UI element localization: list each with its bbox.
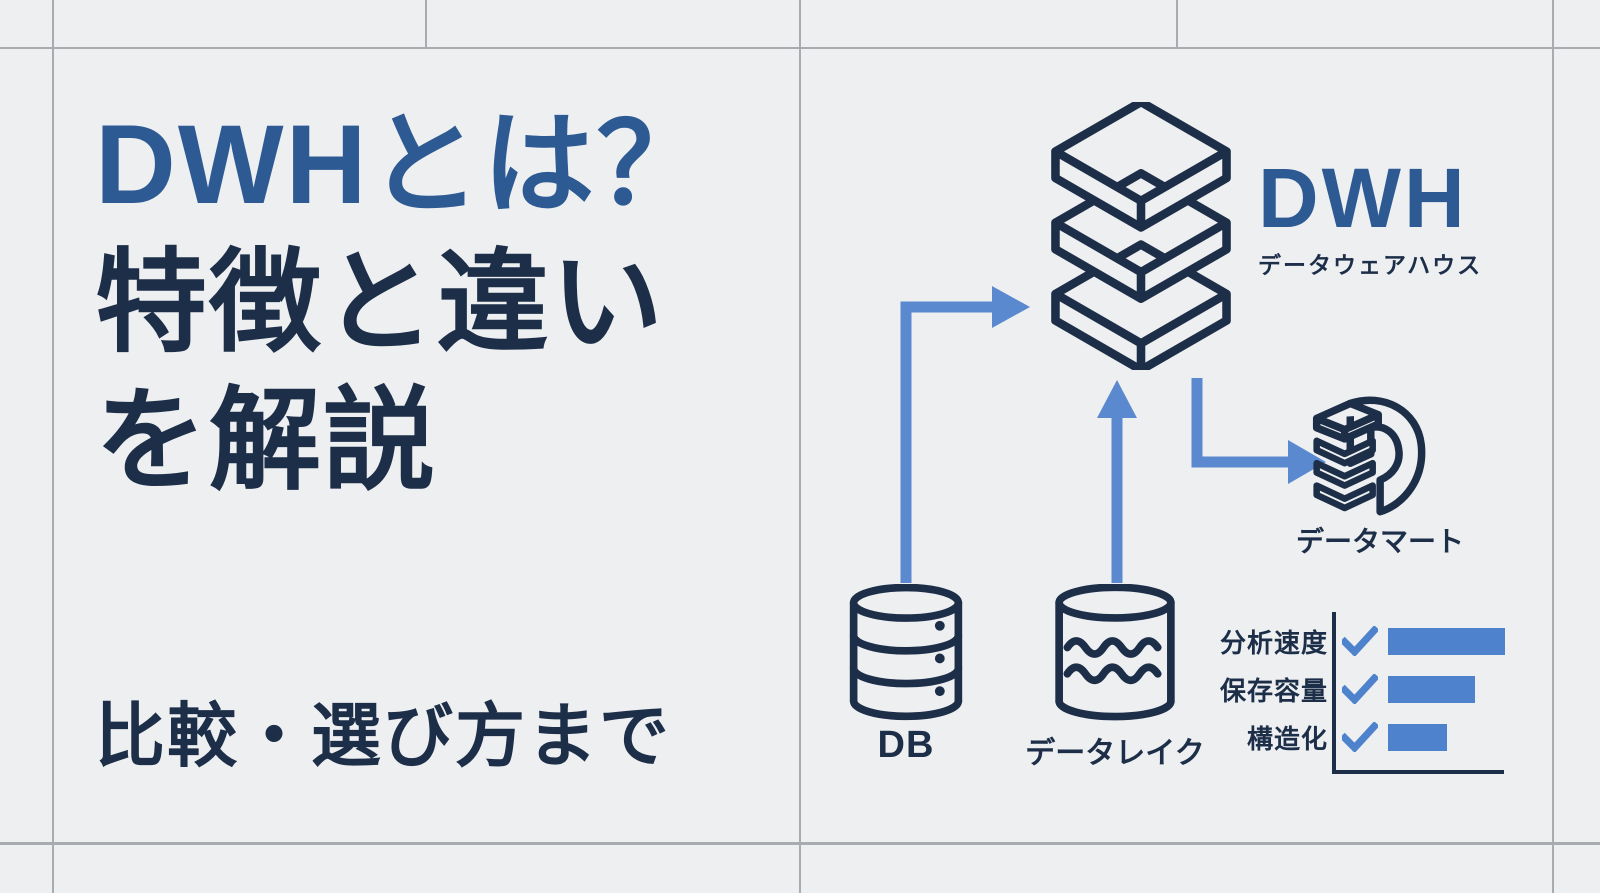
checklist-bar bbox=[1388, 723, 1447, 751]
checkmark-icon bbox=[1342, 674, 1378, 704]
checklist-rows: 分析速度保存容量構造化 bbox=[1196, 608, 1516, 784]
checklist-bar bbox=[1388, 627, 1505, 655]
checklist-bar bbox=[1388, 675, 1475, 703]
grid-line-vertical-right bbox=[1552, 0, 1554, 893]
data-lake-icon bbox=[1055, 584, 1175, 721]
checklist-item-label: 分析速度 bbox=[1219, 627, 1328, 658]
grid-line-vertical-left bbox=[52, 0, 54, 893]
flow-arrows bbox=[900, 286, 1326, 583]
checkmark-icon bbox=[1342, 626, 1378, 656]
checklist-row: 保存容量 bbox=[1196, 674, 1475, 706]
data-mart-icon bbox=[1312, 396, 1426, 516]
data-mart-label: データマート bbox=[1295, 526, 1464, 557]
db-label: DB bbox=[877, 724, 935, 766]
arrow-datalake-to-dwh-icon bbox=[1097, 380, 1137, 583]
checkmark-icon bbox=[1342, 722, 1378, 752]
grid-line-vertical-top-a bbox=[425, 0, 427, 49]
title-block: DWHとは？ 特徴と違い を解説 bbox=[95, 96, 710, 510]
page-title-line3: を解説 bbox=[95, 378, 437, 503]
dwh-stack-icon bbox=[1051, 102, 1231, 370]
grid-line-vertical-top-b bbox=[1176, 0, 1178, 49]
grid-line-horizontal-bottom bbox=[0, 842, 1600, 845]
database-icon bbox=[849, 584, 963, 721]
checklist-axis-horizontal bbox=[1332, 770, 1504, 774]
checklist-axis-vertical bbox=[1332, 612, 1336, 772]
arrow-dwh-to-datamart-icon bbox=[1191, 378, 1326, 484]
checklist-row: 分析速度 bbox=[1196, 626, 1505, 658]
dwh-label: DWH bbox=[1258, 151, 1468, 245]
page-subtitle: 比較・選び方まで bbox=[95, 697, 671, 775]
checklist-chart: 分析速度保存容量構造化 bbox=[1196, 608, 1516, 784]
page-title-line1: DWHとは？ bbox=[95, 102, 711, 227]
grid-line-vertical-center bbox=[799, 0, 801, 893]
grid-line-horizontal-top bbox=[0, 47, 1600, 49]
arrow-db-to-dwh-icon bbox=[900, 286, 1030, 583]
dwh-sublabel: データウェアハウス bbox=[1258, 252, 1483, 278]
page-title-line2: 特徴と違い bbox=[95, 240, 665, 365]
checklist-item-label: 保存容量 bbox=[1219, 675, 1328, 706]
checklist-row: 構造化 bbox=[1196, 722, 1447, 754]
checklist-item-label: 構造化 bbox=[1246, 723, 1328, 754]
data-lake-label: データレイク bbox=[1025, 737, 1205, 770]
